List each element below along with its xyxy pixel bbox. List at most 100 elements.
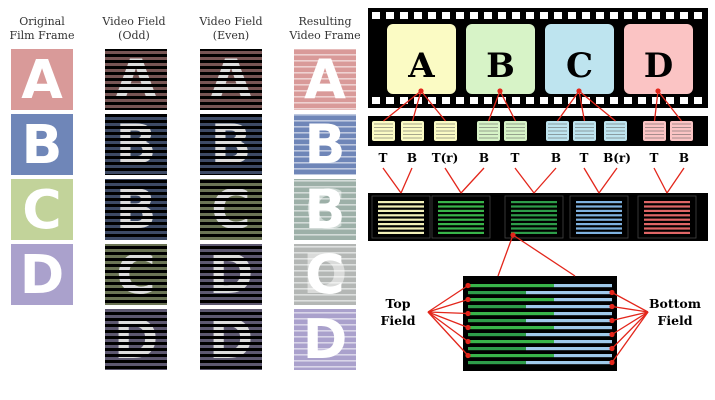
connector-dot — [465, 338, 471, 345]
sprocket-hole — [512, 97, 520, 104]
top-field-line — [468, 312, 554, 316]
video-frame-line — [511, 205, 557, 208]
video-frame-3 — [569, 195, 629, 239]
even-field-3: D — [200, 243, 262, 306]
video-frame-line — [644, 209, 690, 212]
video-frame-line — [511, 201, 557, 204]
connector — [578, 90, 586, 122]
connector-dot — [609, 289, 615, 296]
odd-field-2: B — [105, 178, 167, 241]
connector — [460, 167, 485, 194]
odd-field-scanlines — [105, 179, 167, 240]
sprocket-hole — [526, 97, 534, 104]
bottom-field-line — [526, 305, 612, 309]
connector — [611, 291, 649, 313]
sprocket-hole — [694, 97, 702, 104]
top-field-line — [468, 298, 554, 302]
connector-dot — [465, 296, 471, 303]
video-frame-line — [378, 231, 424, 234]
header-odd-line2: (Odd) — [118, 29, 150, 42]
connector — [653, 167, 668, 194]
film-frame-letter: C — [566, 46, 593, 86]
connector-dot — [609, 345, 615, 352]
connector — [514, 167, 535, 194]
connector — [611, 311, 649, 336]
field-label: T — [580, 151, 589, 165]
connector — [497, 234, 514, 277]
film-frame-letter: D — [644, 46, 673, 86]
header-result-line2: Video Frame — [288, 29, 360, 42]
original-frame-b-letter: B — [22, 113, 63, 176]
video-frame-line — [438, 231, 484, 234]
result-frame-scanlines — [294, 244, 356, 305]
result-frame-4: D — [294, 308, 356, 371]
odd-field-4: D — [105, 308, 167, 371]
connector — [578, 90, 616, 122]
top-field-line-blue — [554, 298, 612, 302]
connector — [487, 90, 501, 122]
film-frame-letter: A — [407, 46, 435, 86]
sprocket-hole — [470, 12, 478, 19]
field-label: T(r) — [432, 151, 459, 165]
sprocket-hole — [582, 12, 590, 19]
bottom-field-line-green — [468, 361, 526, 365]
video-frame-line — [644, 214, 690, 217]
video-frame-line — [644, 223, 690, 226]
header-original-line1: Original — [19, 15, 65, 28]
video-frame-line — [576, 218, 622, 221]
sprocket-hole — [596, 12, 604, 19]
connector — [657, 90, 683, 122]
video-frame-line — [511, 209, 557, 212]
top-field-line — [468, 284, 554, 288]
connector — [427, 284, 469, 313]
field-label: T — [650, 151, 659, 165]
video-frame-line — [378, 223, 424, 226]
even-field-scanlines — [200, 179, 262, 240]
connector — [611, 311, 649, 363]
header-original-line2: Film Frame — [10, 29, 75, 42]
video-frame-line — [511, 214, 557, 217]
even-field-4: D — [200, 308, 262, 371]
field-label: T — [379, 151, 388, 165]
connector-dot — [465, 324, 471, 331]
sprocket-hole — [638, 97, 646, 104]
connector — [427, 298, 469, 313]
connector — [512, 234, 576, 277]
video-frame-line — [511, 231, 557, 234]
sprocket-hole — [456, 97, 464, 104]
connector — [400, 167, 413, 194]
top-field-line-blue — [554, 284, 612, 288]
field-label: B — [551, 151, 561, 165]
video-frame-line — [378, 214, 424, 217]
video-frame-line — [644, 218, 690, 221]
video-frame-line — [576, 227, 622, 230]
bottom-field-line — [526, 291, 612, 295]
video-frame-line — [576, 209, 622, 212]
video-frame-line — [576, 214, 622, 217]
video-frame-line — [438, 227, 484, 230]
video-frame-line — [644, 201, 690, 204]
odd-field-scanlines — [105, 49, 167, 110]
field-label: B(r) — [603, 151, 631, 165]
sprocket-hole — [372, 12, 380, 19]
top-field-line — [468, 340, 554, 344]
odd-field-0: A — [105, 48, 167, 111]
result-frame-scanlines — [294, 309, 356, 370]
result-frame-scanlines — [294, 114, 356, 175]
video-frame-line — [576, 201, 622, 204]
top-field-label-line1: Top — [386, 296, 411, 311]
original-frame-c-letter: C — [22, 178, 61, 241]
sprocket-hole — [610, 97, 618, 104]
sprocket-hole — [498, 12, 506, 19]
video-frame-4 — [637, 195, 697, 239]
sprocket-hole — [582, 97, 590, 104]
bottom-field-line-green — [468, 305, 526, 309]
original-frame-a-bg — [11, 49, 73, 110]
header-result-line1: Resulting — [298, 15, 351, 28]
header-odd-line1: Video Field — [101, 15, 165, 28]
film-frame-a — [387, 24, 456, 94]
sprocket-hole — [400, 12, 408, 19]
bottom-field-line — [526, 361, 612, 365]
connector — [427, 311, 469, 356]
